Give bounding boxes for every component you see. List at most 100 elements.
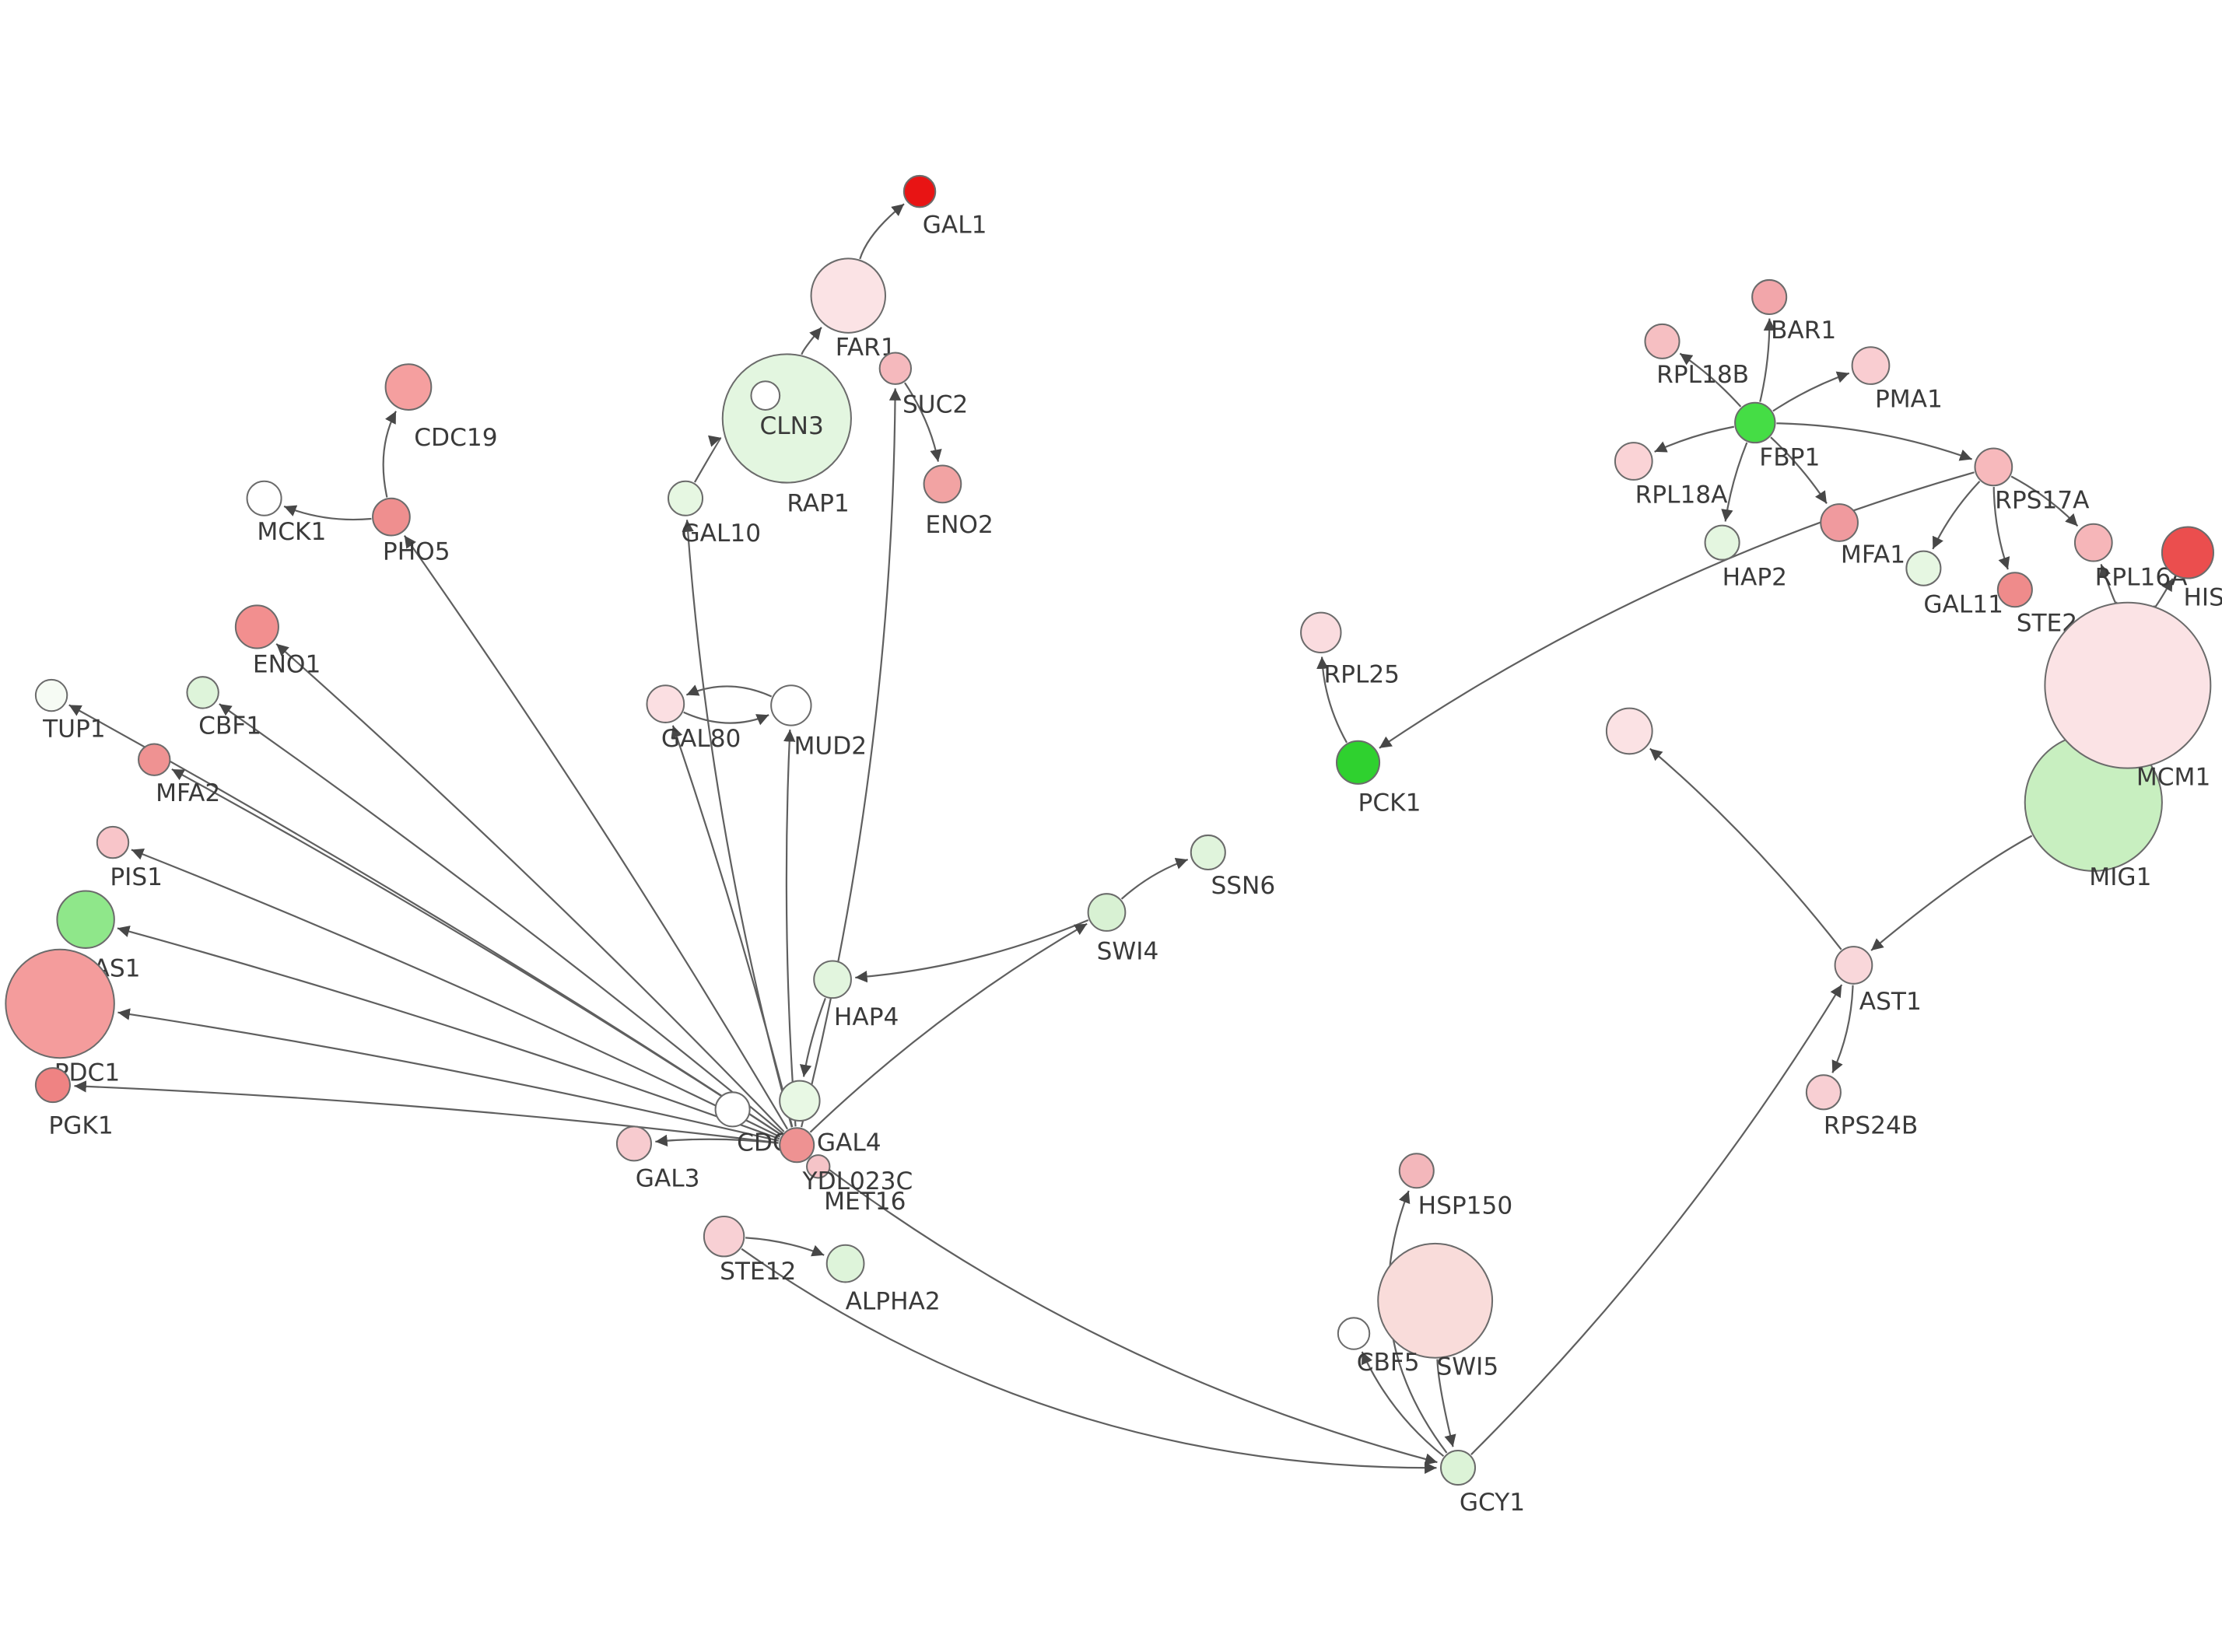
node-ENO2[interactable]: [923, 464, 962, 504]
node-SWI5[interactable]: [1377, 1242, 1494, 1359]
edge-GAL4-ENO1[interactable]: [275, 642, 785, 1132]
node-PCK1[interactable]: [1335, 740, 1381, 785]
edge-RPS17A-STE2[interactable]: [1992, 487, 2010, 570]
node-RAS1[interactable]: [56, 890, 115, 949]
node-PGK1[interactable]: [34, 1067, 71, 1104]
edge-GAL4-PIS1[interactable]: [131, 848, 781, 1138]
edge-FBP1-MFA1[interactable]: [1770, 436, 1828, 504]
node-RPS17A[interactable]: [1974, 447, 2013, 487]
node-MUD2[interactable]: [770, 684, 812, 726]
node-GAL3[interactable]: [615, 1125, 652, 1162]
edge-SWI5-GCY1[interactable]: [1436, 1359, 1456, 1447]
edge-PHO5-CDC19[interactable]: [382, 411, 397, 498]
node-YDL023C[interactable]: [779, 1080, 821, 1122]
node-N1[interactable]: [1605, 707, 1653, 755]
edge-RPS17A-RPL16A[interactable]: [2010, 475, 2079, 527]
edge-GAL4-CBF1[interactable]: [219, 703, 783, 1134]
node-RPL18A[interactable]: [1614, 442, 1653, 481]
node-HIS4[interactable]: [2161, 526, 2214, 579]
edge-MIG1-AST1[interactable]: [1870, 835, 2033, 951]
edge-GAL4-MFA2[interactable]: [171, 768, 782, 1136]
node-SUC2[interactable]: [878, 352, 913, 385]
edge-GAL4-GAL10[interactable]: [682, 520, 793, 1128]
node-STE2[interactable]: [1996, 572, 2033, 608]
edge-GCY1-CBF5[interactable]: [1361, 1351, 1445, 1458]
edge-FBP1-RPL18A[interactable]: [1654, 425, 1735, 453]
node-GAL80[interactable]: [646, 684, 685, 723]
node-MFA2[interactable]: [138, 743, 171, 776]
node-ALPHA2[interactable]: [825, 1244, 865, 1283]
edge-GAL4-PHO5[interactable]: [403, 535, 789, 1130]
node-SWI4[interactable]: [1087, 893, 1127, 932]
node-HAP4[interactable]: [813, 960, 852, 999]
edge-MUD2-GAL80[interactable]: [685, 684, 773, 698]
edge-FBP1-BAR1[interactable]: [1759, 318, 1776, 402]
node-STE12[interactable]: [703, 1215, 745, 1258]
edge-GAL4-SWI4[interactable]: [809, 922, 1088, 1133]
edge-FBP1-RPS17A[interactable]: [1776, 422, 1972, 461]
node-CBF5[interactable]: [1337, 1317, 1371, 1350]
node-label-RPL25: RPL25: [1323, 661, 1400, 689]
edge-GAL80-MUD2[interactable]: [683, 711, 769, 726]
edge-PCK1-RPL25[interactable]: [1316, 656, 1348, 744]
node-MCK1[interactable]: [246, 480, 282, 516]
edge-STE12-GCY1[interactable]: [741, 1248, 1437, 1474]
edge-GAL4-TUP1[interactable]: [68, 704, 782, 1136]
node-FAR1[interactable]: [810, 257, 887, 334]
edge-GCY1-AST1[interactable]: [1470, 984, 1843, 1455]
node-ENO1[interactable]: [234, 604, 279, 649]
node-RPL16A[interactable]: [2073, 523, 2113, 562]
node-RPL18B[interactable]: [1644, 323, 1681, 359]
edge-SUC2-ENO2[interactable]: [904, 382, 942, 462]
edge-RPS17A-GAL11[interactable]: [1932, 481, 1981, 550]
node-FBP1[interactable]: [1734, 401, 1776, 444]
node-TUP1[interactable]: [34, 678, 68, 712]
node-HAP2[interactable]: [1704, 524, 1740, 561]
node-HSP150[interactable]: [1398, 1153, 1435, 1189]
edge-GAL4-SUC2[interactable]: [801, 388, 902, 1128]
node-CDC19[interactable]: [384, 363, 433, 411]
node-MCM1[interactable]: [2044, 601, 2212, 769]
edge-AST1-RPS24B[interactable]: [1831, 985, 1854, 1073]
edge-FBP1-PMA1[interactable]: [1772, 371, 1850, 412]
edge-GAL4-MUD2[interactable]: [783, 730, 797, 1127]
edge-GAL10-CLN3[interactable]: [694, 436, 722, 483]
edge-AST1-N1[interactable]: [1649, 747, 1842, 950]
edge-GAL4-PGK1[interactable]: [74, 1080, 779, 1144]
node-MET16[interactable]: [806, 1154, 831, 1179]
node-RPS24B[interactable]: [1805, 1074, 1842, 1111]
node-CDC6[interactable]: [714, 1091, 751, 1128]
node-GAL10[interactable]: [667, 480, 704, 516]
edge-SWI4-HAP4[interactable]: [855, 919, 1089, 983]
edge-GAL4-RAS1[interactable]: [117, 926, 780, 1140]
node-GCY1[interactable]: [1439, 1450, 1477, 1486]
node-PHO5[interactable]: [372, 497, 411, 537]
node-AST1[interactable]: [1834, 946, 1873, 985]
node-CBF1[interactable]: [186, 676, 219, 709]
node-PMA1[interactable]: [1851, 346, 1891, 385]
node-GAL4[interactable]: [779, 1127, 815, 1164]
edge-RPS17A-PCK1[interactable]: [1379, 471, 1975, 749]
edge-FAR1-GAL1[interactable]: [859, 203, 905, 260]
edge-HAP4-YDL023C[interactable]: [799, 997, 826, 1077]
edge-FBP1-RPL18B[interactable]: [1679, 352, 1742, 408]
node-RPL25[interactable]: [1300, 611, 1342, 653]
edge-GAL4-GCY1[interactable]: [811, 1155, 1438, 1465]
edge-GAL4-GAL3[interactable]: [655, 1134, 779, 1147]
node-MFA1[interactable]: [1820, 503, 1859, 542]
node-GAL11[interactable]: [1905, 550, 1942, 586]
edge-STE12-ALPHA2[interactable]: [745, 1237, 825, 1257]
edge-SWI4-SSN6[interactable]: [1120, 857, 1189, 900]
edge-PHO5-MCK1[interactable]: [283, 505, 372, 521]
edge-CLN3-FAR1[interactable]: [801, 327, 822, 355]
node-PDC1[interactable]: [5, 948, 115, 1059]
edge-GAL4-PDC1[interactable]: [117, 1008, 780, 1142]
node-RAP1[interactable]: [750, 380, 781, 411]
edge-FBP1-HAP2[interactable]: [1721, 442, 1748, 522]
node-PIS1[interactable]: [96, 825, 130, 859]
node-SSN6[interactable]: [1190, 834, 1226, 870]
node-GAL1[interactable]: [902, 174, 937, 208]
node-BAR1[interactable]: [1751, 278, 1788, 315]
edge-GAL4-GAL80[interactable]: [671, 725, 794, 1128]
